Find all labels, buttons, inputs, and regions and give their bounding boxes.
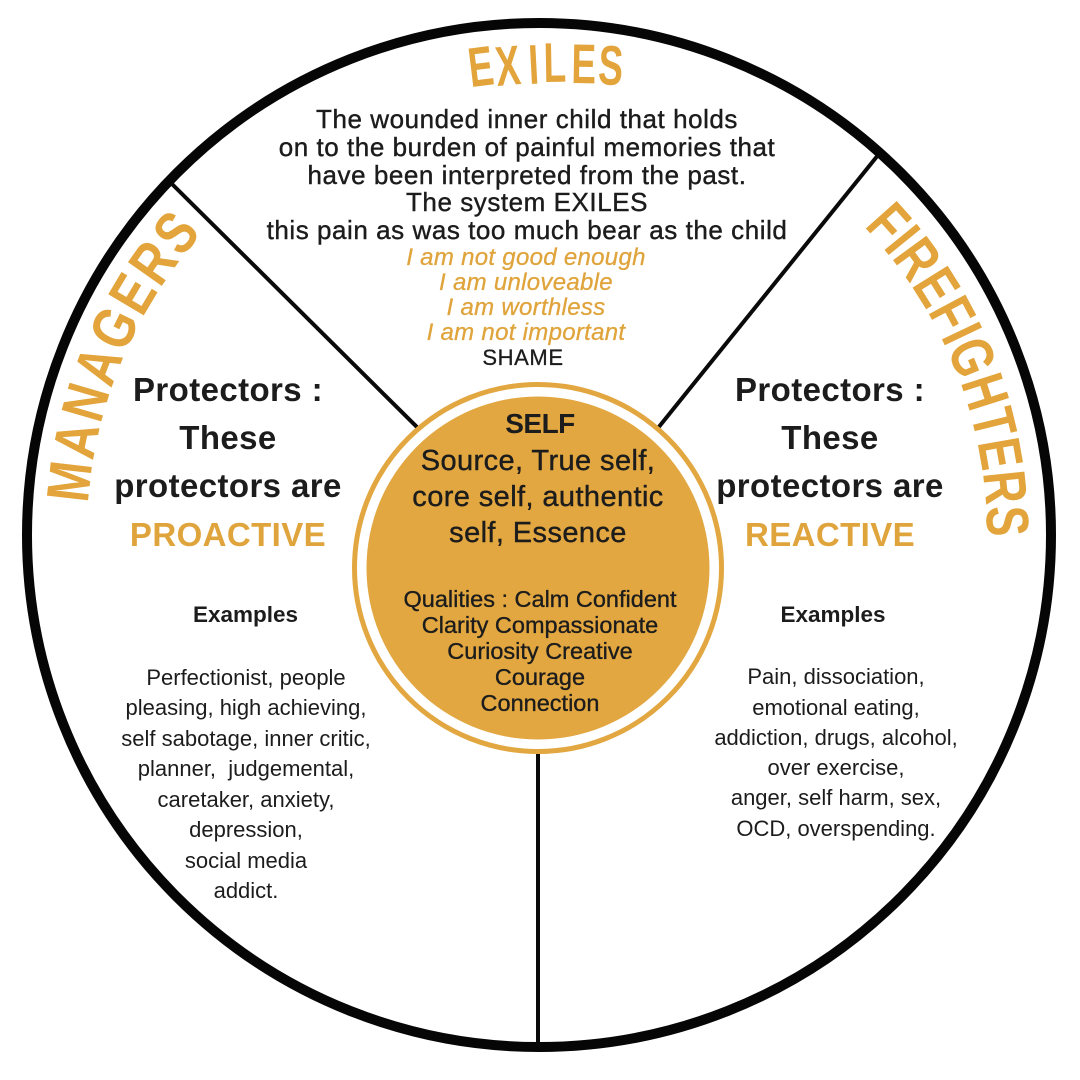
svg-text:R: R [970,467,1039,507]
svg-text:S: S [973,505,1040,537]
svg-text:M: M [34,458,105,505]
